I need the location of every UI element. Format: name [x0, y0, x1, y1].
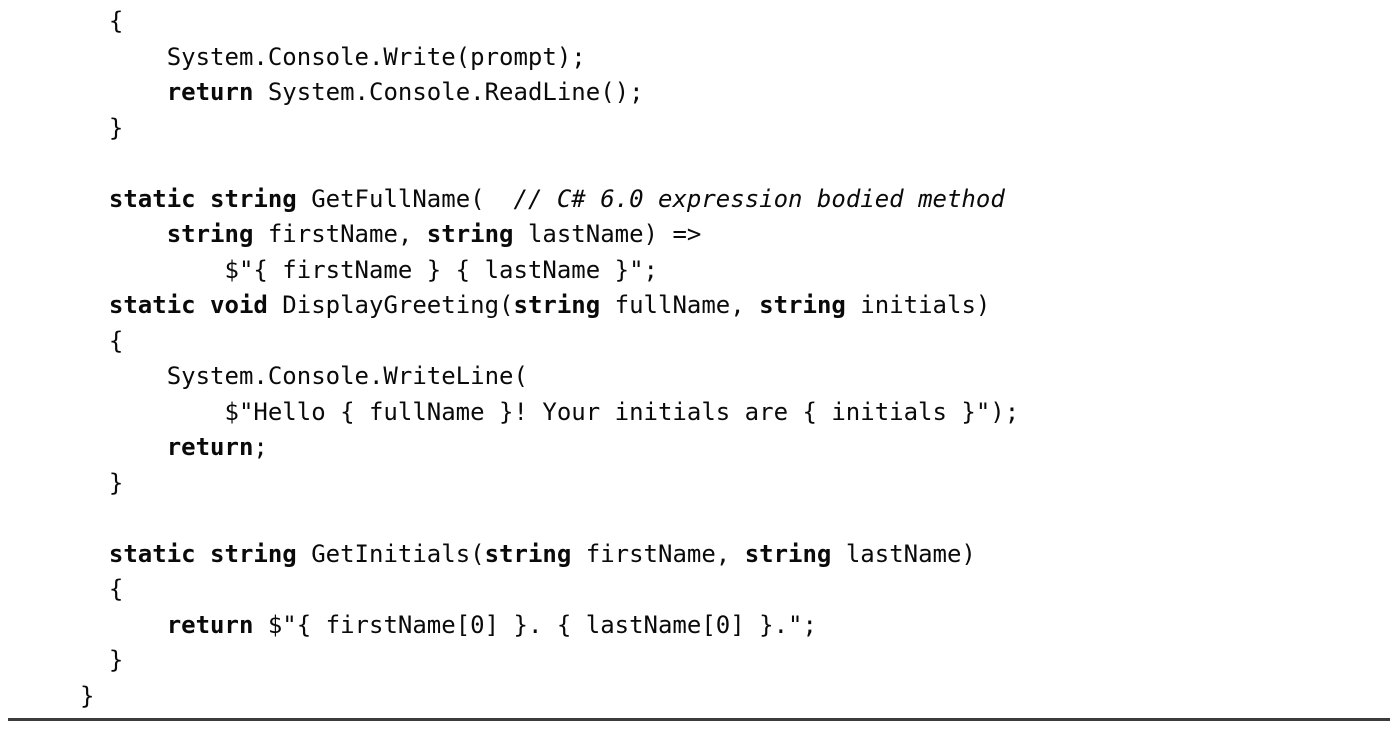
code-text	[80, 611, 167, 639]
code-keyword: string	[513, 291, 601, 319]
code-text: lastName) =>	[513, 220, 702, 248]
code-text: $"Hello { fullName }! Your initials are …	[80, 397, 1020, 426]
code-text: $"{ firstName } { lastName }";	[80, 255, 658, 284]
code-text: }	[80, 468, 124, 497]
code-text	[80, 433, 167, 461]
code-keyword: static void	[108, 291, 268, 319]
code-keyword: string	[166, 220, 254, 248]
code-text: initials)	[845, 291, 991, 319]
code-text: System.Console.WriteLine(	[80, 362, 528, 390]
code-text: System.Console.Write(prompt);	[80, 42, 586, 71]
code-keyword: string	[426, 220, 514, 248]
code-keyword: string	[744, 539, 832, 568]
code-keyword: static string	[108, 539, 297, 568]
code-text: ;	[253, 433, 268, 461]
code-text	[80, 185, 109, 213]
code-keyword: return	[166, 610, 254, 639]
code-keyword: string	[759, 291, 846, 319]
code-keyword: return	[166, 433, 254, 461]
code-text	[80, 540, 109, 568]
code-text: GetFullName(	[296, 184, 514, 213]
code-keyword: static string	[108, 184, 297, 213]
code-keyword: string	[484, 539, 572, 568]
code-text: System.Console.ReadLine();	[253, 78, 644, 106]
code-text	[80, 220, 167, 248]
code-text: }	[80, 681, 95, 710]
code-comment: // C# 6.0 expression bodied method	[513, 184, 1005, 213]
code-text	[80, 291, 109, 319]
code-text: {	[80, 7, 124, 35]
code-text	[80, 78, 167, 106]
code-text: GetInitials(	[296, 539, 485, 568]
code-text: }	[80, 646, 124, 674]
code-text: DisplayGreeting(	[267, 291, 514, 319]
code-keyword: return	[166, 78, 254, 106]
code-text: $"{ firstName[0] }. { lastName[0] }.";	[253, 610, 817, 639]
code-text: {	[80, 326, 124, 355]
code-text: firstName,	[253, 220, 427, 248]
code-text: lastName)	[831, 539, 976, 568]
code-text: }	[80, 113, 124, 142]
code-text: {	[80, 575, 124, 603]
code-text: firstName,	[571, 539, 745, 568]
code-listing: { System.Console.Write(prompt); return S…	[80, 4, 1019, 714]
bottom-rule	[8, 718, 1390, 721]
code-text: fullName,	[600, 291, 760, 319]
